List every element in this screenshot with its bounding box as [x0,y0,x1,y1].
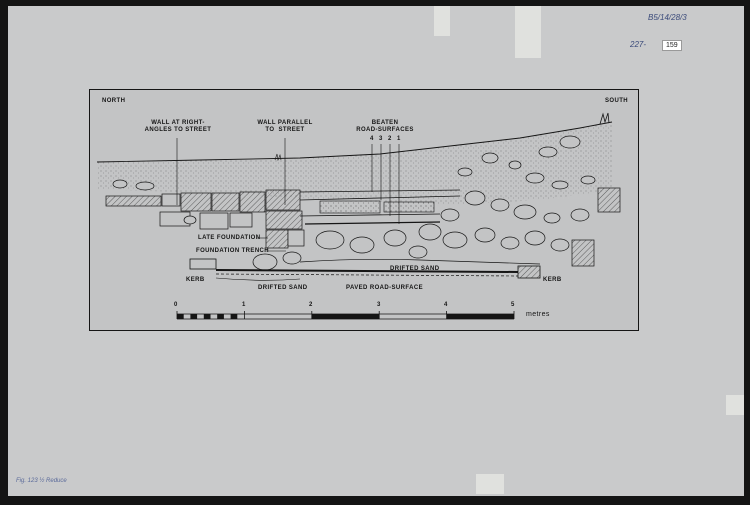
scale-tick-0: 0 [174,302,178,308]
drifted-sand-lower-layer [215,277,301,281]
south-wall-block [571,239,595,267]
scale-bar-ticks [176,311,515,319]
footer-note: Fig. 123 ½ Reduce [16,478,67,484]
paved-road-surface-base [215,273,519,277]
drifted-sand-lower-label: DRIFTED SAND [258,285,308,291]
wall-block [211,192,240,212]
wall-right-angles-label: WALL AT RIGHT- ANGLES TO STREET [144,120,212,133]
south-label: SOUTH [605,98,628,104]
road-surface-layer [299,213,441,217]
scale-tick-3: 3 [377,302,381,308]
kerb-left-label: KERB [186,277,205,283]
scale-tick-2: 2 [309,302,313,308]
wall-block [265,189,301,211]
late-foundation-label: LATE FOUNDATION [198,235,261,241]
wall-block [229,212,253,228]
foundation-trench-label: FOUNDATION TRENCH [196,248,270,254]
kerb-right-label: KERB [543,277,562,283]
figure-tag: 159 [662,40,682,51]
road-surface-layer [299,195,461,201]
wall-block [161,193,181,207]
tape-strip-bottom [476,474,504,494]
paved-road-surface-label: PAVED ROAD-SURFACE [346,285,423,291]
scale-tick-1: 1 [242,302,246,308]
grass-tuft-icon [274,153,282,162]
wall-parallel-block [265,210,303,230]
road-surface-number-4: 4 [370,136,374,142]
scale-unit-label: metres [526,311,550,318]
beaten-road-surfaces-label: BEATEN ROAD-SURFACES [356,120,414,133]
beaten-surface-slab [383,201,435,213]
grass-tuft-icon [599,112,610,125]
reference-number: 227- [630,40,647,49]
wall-parallel-block [265,229,289,249]
kerb-right [517,265,541,279]
wall-block [180,192,212,212]
road-surface-number-2: 2 [388,136,392,142]
road-surface-number-3: 3 [379,136,383,142]
tape-strip-right [726,395,744,415]
rubble-stones [112,135,596,271]
wall-block [199,212,229,230]
wall-parallel-label: WALL PARALLEL TO STREET [257,120,313,133]
drifted-sand-upper-label: DRIFTED SAND [390,266,440,272]
paved-road-surface [215,269,519,273]
wall-block [105,195,162,207]
north-label: NORTH [102,98,126,104]
drifted-sand-layer [299,258,541,265]
scale-tick-4: 4 [444,302,448,308]
road-surface-layer [299,189,461,193]
scale-bar-segments [177,314,514,319]
wall-parallel-block [287,229,305,247]
kerb-left [189,258,217,270]
tape-strip-top-left [434,6,450,36]
wall-block [239,191,266,213]
south-wall-block [597,187,621,213]
tape-strip-top-right [515,6,541,58]
scale-tick-5: 5 [511,302,515,308]
road-surface-layer [304,221,441,225]
topsoil-shading [97,122,612,205]
road-surface-number-1: 1 [397,136,401,142]
beaten-surface-slab [319,200,381,214]
reference-code: B5/14/28/3 [648,13,687,22]
